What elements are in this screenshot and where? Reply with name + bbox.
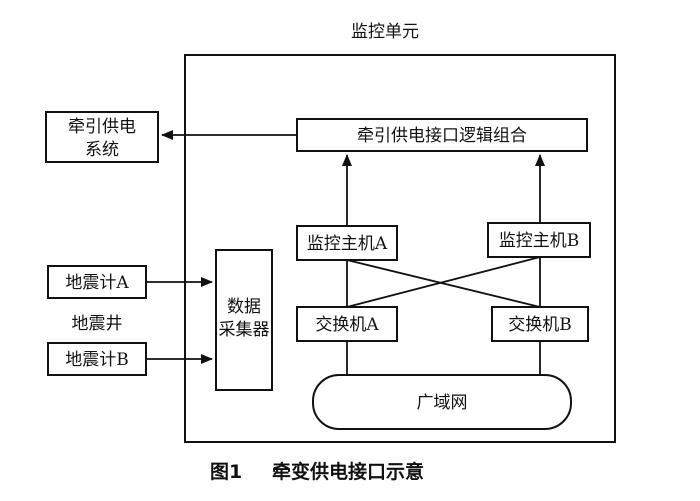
data-collector-label-line1: 数据 bbox=[227, 297, 261, 317]
monitoring-host-b-box: 监控主机B bbox=[487, 222, 591, 258]
seismometer-a-box: 地震计A bbox=[47, 265, 147, 299]
monitoring-host-a-box: 监控主机A bbox=[296, 225, 398, 261]
data-collector-label-line2: 采集器 bbox=[219, 320, 270, 340]
seismometer-b-box: 地震计B bbox=[47, 342, 147, 376]
traction-power-system-label-line2: 系统 bbox=[85, 140, 119, 160]
switch-b-box: 交换机B bbox=[491, 306, 589, 342]
seismic-well-label: 地震井 bbox=[72, 314, 123, 334]
switch-a-box: 交换机A bbox=[296, 306, 398, 342]
monitoring-host-b-label: 监控主机B bbox=[499, 231, 580, 251]
wan-shape: 广域网 bbox=[312, 374, 572, 430]
seismometer-a-label: 地震计A bbox=[65, 273, 129, 293]
switch-a-label: 交换机A bbox=[315, 315, 379, 335]
seismometer-b-label: 地震计B bbox=[65, 350, 129, 370]
monitoring-unit-title: 监控单元 bbox=[351, 22, 419, 42]
interface-logic-box: 牵引供电接口逻辑组合 bbox=[296, 118, 588, 152]
data-collector-box: 数据 采集器 bbox=[215, 249, 273, 391]
figure-number: 图1 bbox=[210, 461, 242, 483]
traction-power-system-label-line1: 牵引供电 bbox=[68, 117, 136, 137]
traction-power-system-box: 牵引供电 系统 bbox=[45, 111, 159, 163]
monitoring-host-a-label: 监控主机A bbox=[307, 234, 388, 254]
interface-logic-label: 牵引供电接口逻辑组合 bbox=[357, 126, 527, 146]
line-host-a-to-switch-b bbox=[346, 259, 541, 308]
figure-caption: 牵变供电接口示意 bbox=[272, 460, 424, 483]
wan-label: 广域网 bbox=[417, 393, 468, 413]
switch-b-label: 交换机B bbox=[508, 315, 572, 335]
line-host-b-to-switch-a bbox=[346, 256, 541, 308]
